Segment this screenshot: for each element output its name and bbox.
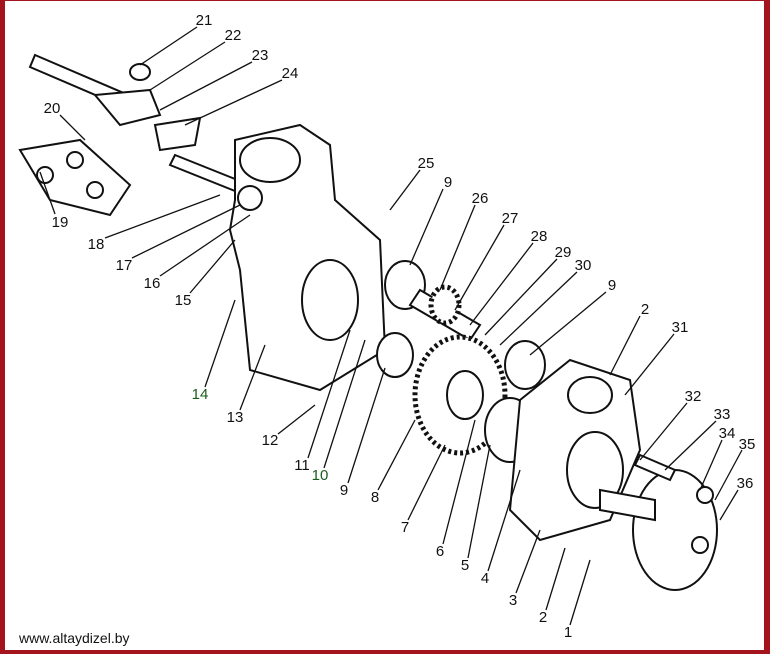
callout-25: 25 — [418, 155, 435, 172]
callout-13: 13 — [227, 409, 244, 426]
callout-22: 22 — [225, 27, 242, 44]
gear-shaft — [384, 260, 546, 390]
callout-31: 31 — [672, 319, 689, 336]
callout-19: 19 — [52, 214, 69, 231]
callout-23: 23 — [252, 47, 269, 64]
callout-20: 20 — [44, 100, 61, 117]
callout-12: 12 — [262, 432, 279, 449]
callout-10: 10 — [312, 467, 329, 484]
callout-8: 8 — [371, 489, 379, 506]
callout-1: 1 — [564, 624, 572, 641]
callout-30: 30 — [575, 257, 592, 274]
callout-26: 26 — [472, 190, 489, 207]
callout-33: 33 — [714, 406, 731, 423]
callout-9-lower: 9 — [340, 482, 348, 499]
callout-labels: 21 22 23 24 20 19 18 17 16 15 14 13 12 1… — [44, 12, 756, 641]
callout-16: 16 — [144, 275, 161, 292]
website-link[interactable]: www.altaydizel.by — [19, 630, 130, 646]
callout-7: 7 — [401, 519, 409, 536]
callout-21: 21 — [196, 12, 213, 29]
callout-2-upper: 2 — [641, 301, 649, 318]
callout-6: 6 — [436, 543, 444, 560]
callout-28: 28 — [531, 228, 548, 245]
callout-35: 35 — [739, 436, 756, 453]
callout-15: 15 — [175, 292, 192, 309]
callout-5: 5 — [461, 557, 469, 574]
callout-14: 14 — [192, 386, 209, 403]
callout-11: 11 — [294, 457, 310, 474]
callout-32: 32 — [685, 388, 702, 405]
callout-17: 17 — [116, 257, 133, 274]
leader-lines — [39, 26, 743, 626]
callout-9-right: 9 — [608, 277, 616, 294]
callout-24: 24 — [282, 65, 299, 82]
callout-34: 34 — [719, 425, 736, 442]
callout-9-top: 9 — [444, 174, 452, 191]
callout-4: 4 — [481, 570, 489, 587]
callout-18: 18 — [88, 236, 105, 253]
input-shaft — [28, 53, 252, 197]
callout-27: 27 — [502, 210, 519, 227]
callout-29: 29 — [555, 244, 572, 261]
universal-joint — [18, 138, 132, 217]
housing — [228, 123, 387, 392]
callout-3: 3 — [509, 592, 517, 609]
callout-36: 36 — [737, 475, 754, 492]
callout-2-lower: 2 — [539, 609, 547, 626]
output-flange — [599, 453, 718, 591]
